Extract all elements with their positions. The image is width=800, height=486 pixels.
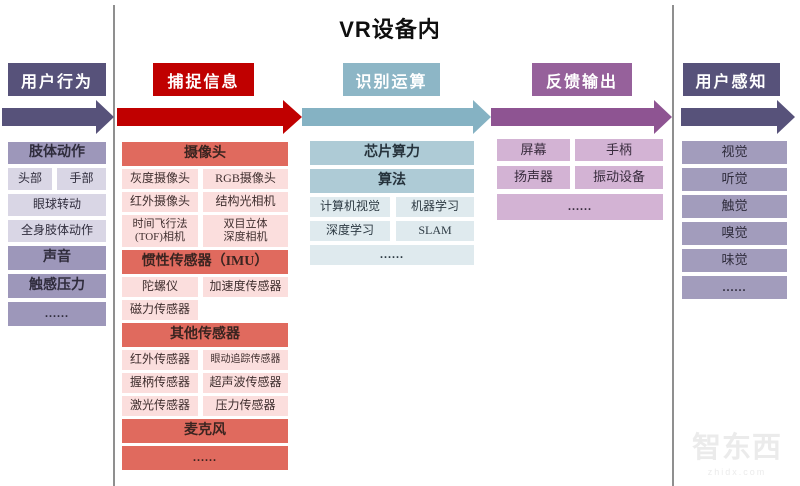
row-other-2: 握柄传感器 超声波传感器 [122, 373, 288, 393]
flow-arrow-compute-tip [473, 100, 491, 134]
column-feedback: 屏幕 手柄 扬声器 振动设备 ...... [497, 139, 663, 220]
item-eye-tracking-sensor: 眼动追踪传感器 [203, 350, 288, 370]
watermark-logo-text: 智东西 [691, 432, 782, 464]
item-ultrasonic-sensor: 超声波传感器 [203, 373, 288, 393]
item-grip-sensor: 握柄传感器 [122, 373, 198, 393]
empty-cell [203, 300, 288, 320]
column-capture-info: 摄像头 灰度摄像头 RGB摄像头 红外摄像头 结构光相机 时间飞行法 (TOF)… [122, 142, 288, 470]
flow-arrow-capture-tip [283, 100, 302, 134]
item-tof-camera: 时间飞行法 (TOF)相机 [122, 215, 198, 247]
item-algo-more: ...... [310, 245, 474, 265]
group-algorithm: 算法 [310, 169, 474, 193]
column-recognition: 芯片算力 算法 计算机视觉 机器学习 深度学习 SLAM ...... [310, 141, 474, 265]
stereo-line2: 深度相机 [223, 231, 268, 243]
item-limb-motion: 肢体动作 [8, 142, 106, 164]
flow-arrow-feedback-tip [654, 100, 672, 134]
column-user-behavior: 肢体动作 头部 手部 眼球转动 全身肢体动作 声音 触感压力 ...... [8, 142, 106, 326]
diagram-title: VR设备内 [339, 17, 441, 42]
item-machine-learning: 机器学习 [396, 197, 474, 217]
row-camera-3: 时间飞行法 (TOF)相机 双目立体 深度相机 [122, 215, 288, 247]
row-feedback-1: 屏幕 手柄 [497, 139, 663, 161]
flow-arrow-behavior-body [2, 108, 96, 126]
row-other-1: 红外传感器 眼动追踪传感器 [122, 350, 288, 370]
watermark: 智东西 zhidx.com [686, 424, 788, 477]
item-hearing: 听觉 [682, 168, 787, 191]
header-recognition: 识别运算 [343, 63, 440, 96]
stereo-line1: 双目立体 [223, 218, 268, 231]
tof-line1: 时间飞行法 [132, 218, 188, 231]
flow-arrow-feedback-body [491, 108, 654, 126]
item-structured-light-camera: 结构光相机 [203, 192, 288, 212]
tof-camera-label: 时间飞行法 (TOF)相机 [133, 218, 188, 243]
item-feedback-more: ...... [497, 194, 663, 220]
flow-arrow-capture-body [117, 108, 283, 126]
item-stereo-depth-camera: 双目立体 深度相机 [203, 215, 288, 247]
row-imu-1: 陀螺仪 加速度传感器 [122, 277, 288, 297]
header-feedback: 反馈输出 [532, 63, 632, 96]
row-other-3: 激光传感器 压力传感器 [122, 396, 288, 416]
flow-arrow-perception-body [681, 108, 777, 126]
tof-line2: (TOF)相机 [135, 231, 185, 243]
item-perception-more: ...... [682, 276, 787, 299]
vr-boundary-line-left [113, 5, 115, 486]
item-magnetometer: 磁力传感器 [122, 300, 198, 320]
header-user-perception: 用户感知 [683, 63, 780, 96]
group-imu: 惯性传感器（IMU） [122, 250, 288, 274]
group-camera: 摄像头 [122, 142, 288, 166]
item-gyroscope: 陀螺仪 [122, 277, 198, 297]
item-ir-sensor: 红外传感器 [122, 350, 198, 370]
item-gray-camera: 灰度摄像头 [122, 169, 198, 189]
item-eye-movement: 眼球转动 [8, 194, 106, 216]
item-pressure-sensor: 压力传感器 [203, 396, 288, 416]
row-head-hand: 头部 手部 [8, 168, 106, 190]
item-slam: SLAM [396, 221, 474, 241]
row-camera-2: 红外摄像头 结构光相机 [122, 192, 288, 212]
row-algo-1: 计算机视觉 机器学习 [310, 197, 474, 217]
column-perception: 视觉 听觉 触觉 嗅觉 味觉 ...... [682, 141, 787, 299]
item-head: 头部 [8, 168, 52, 190]
item-smell: 嗅觉 [682, 222, 787, 245]
item-laser-sensor: 激光传感器 [122, 396, 198, 416]
item-speaker: 扬声器 [497, 166, 570, 189]
group-other-sensors: 其他传感器 [122, 323, 288, 347]
group-microphone: 麦克风 [122, 419, 288, 443]
item-vibration-device: 振动设备 [575, 166, 663, 189]
item-accelerometer: 加速度传感器 [203, 277, 288, 297]
row-algo-2: 深度学习 SLAM [310, 221, 474, 241]
flow-arrow-compute-body [302, 108, 473, 126]
vr-boundary-line-right [672, 5, 674, 486]
item-chip-compute: 芯片算力 [310, 141, 474, 165]
header-capture-info: 捕捉信息 [153, 63, 254, 96]
item-touch-pressure: 触感压力 [8, 274, 106, 298]
item-full-body-motion: 全身肢体动作 [8, 220, 106, 242]
item-behavior-more: ...... [8, 302, 106, 326]
row-feedback-2: 扬声器 振动设备 [497, 166, 663, 189]
item-touch-sense: 触觉 [682, 195, 787, 218]
item-vision: 视觉 [682, 141, 787, 164]
header-user-behavior: 用户行为 [8, 63, 106, 96]
flow-arrow-behavior-tip [96, 100, 114, 134]
item-rgb-camera: RGB摄像头 [203, 169, 288, 189]
item-controller: 手柄 [575, 139, 663, 161]
row-camera-1: 灰度摄像头 RGB摄像头 [122, 169, 288, 189]
item-computer-vision: 计算机视觉 [310, 197, 390, 217]
row-imu-2: 磁力传感器 [122, 300, 288, 320]
item-deep-learning: 深度学习 [310, 221, 390, 241]
item-ir-camera: 红外摄像头 [122, 192, 198, 212]
watermark-site-text: zhidx.com [707, 467, 767, 477]
flow-arrow-perception-tip [777, 100, 795, 134]
item-taste: 味觉 [682, 249, 787, 272]
stereo-camera-label: 双目立体 深度相机 [224, 218, 268, 243]
item-voice: 声音 [8, 246, 106, 270]
item-hand: 手部 [57, 168, 106, 190]
item-screen: 屏幕 [497, 139, 570, 161]
item-capture-more: ...... [122, 446, 288, 470]
